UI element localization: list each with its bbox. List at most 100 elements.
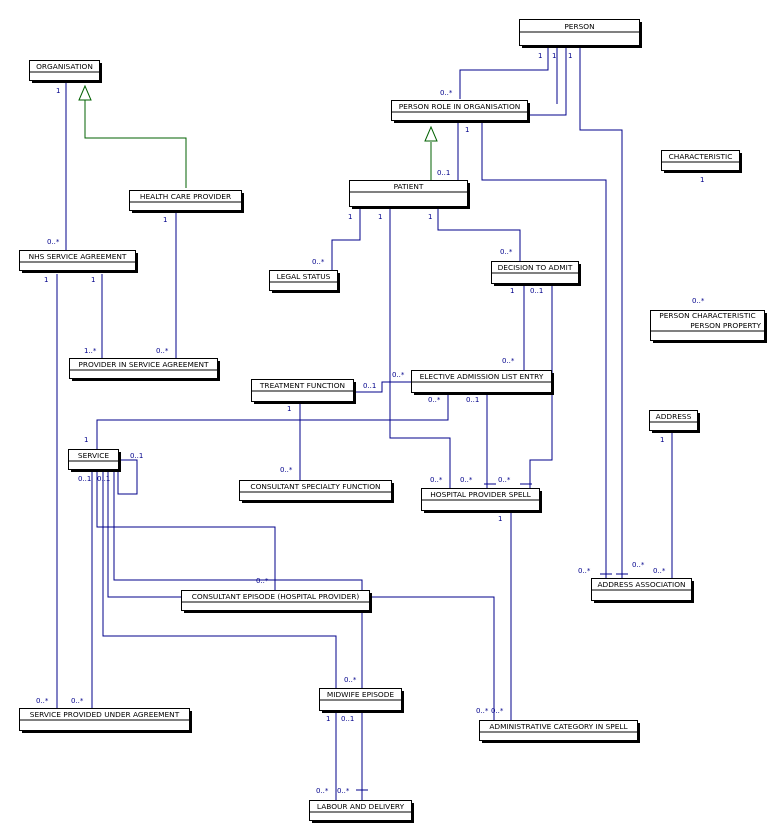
multiplicity-label: 1	[287, 405, 291, 413]
multiplicity-label: 0..*	[337, 787, 350, 795]
entity-address[interactable]: ADDRESS	[649, 410, 701, 434]
entity-person[interactable]: PERSON	[519, 19, 643, 49]
multiplicity-label: 0..*	[156, 347, 169, 355]
person-role-address-association-line	[481, 123, 607, 578]
entity-patient[interactable]: PATIENT	[349, 180, 471, 210]
multiplicity-label: 0..*	[71, 697, 84, 705]
multiplicity-label: 0..*	[632, 561, 645, 569]
multiplicity-label: 1	[538, 52, 542, 60]
entity-health-care-provider[interactable]: HEALTH CARE PROVIDER	[129, 190, 245, 214]
service-midwife-episode-line	[113, 470, 363, 688]
multiplicity-label: 0..*	[344, 676, 357, 684]
multiplicity-label: 1	[326, 715, 330, 723]
entity-title: ADDRESS	[656, 412, 692, 421]
multiplicity-label: 0..1	[130, 452, 143, 460]
multiplicity-label: 1	[378, 213, 382, 221]
person-role-generalization-arrow-icon	[424, 125, 438, 142]
entity-address-association[interactable]: ADDRESS ASSOCIATION	[591, 578, 695, 604]
entity-characteristic[interactable]: CHARACTERISTIC	[661, 150, 743, 174]
multiplicity-label: 0..*	[502, 357, 515, 365]
entity-decision-to-admit[interactable]: DECISION TO ADMIT	[491, 261, 582, 287]
multiplicity-label: 1	[510, 287, 514, 295]
multiplicity-label: 1	[348, 213, 352, 221]
entity-title: ELECTIVE ADMISSION LIST ENTRY	[420, 372, 544, 381]
service-consultant-episode-line-b	[107, 470, 182, 598]
entity-hospital-provider-spell[interactable]: HOSPITAL PROVIDER SPELL	[421, 488, 543, 514]
connector-lines	[56, 48, 673, 800]
person-address-association-line	[579, 48, 623, 578]
multiplicity-label: 0..1	[437, 169, 450, 177]
multiplicity-label: 0..*	[653, 567, 666, 575]
entity-title: MIDWIFE EPISODE	[327, 690, 395, 699]
multiplicity-label: 0..*	[440, 89, 453, 97]
multiplicity-label: 0..*	[498, 476, 511, 484]
entity-treatment-function[interactable]: TREATMENT FUNCTION	[251, 379, 357, 405]
entity-title: ORGANISATION	[36, 62, 93, 71]
entity-title: CONSULTANT EPISODE (HOSPITAL PROVIDER)	[192, 592, 360, 601]
patient-decision-line	[437, 208, 521, 261]
multiplicity-label: 0..*	[280, 466, 293, 474]
multiplicity-label: 1	[700, 176, 704, 184]
entity-legal-status[interactable]: LEGAL STATUS	[269, 270, 341, 294]
entity-provider-in-service-agreement[interactable]: PROVIDER IN SERVICE AGREEMENT	[69, 358, 221, 382]
entity-title: DECISION TO ADMIT	[498, 263, 573, 272]
entity-title: ADMINISTRATIVE CATEGORY IN SPELL	[489, 722, 628, 731]
multiplicity-label: 1	[465, 126, 469, 134]
multiplicity-label: 0..1	[466, 396, 479, 404]
multiplicity-label: 0..1	[363, 382, 376, 390]
entity-title: PERSON ROLE IN ORGANISATION	[399, 102, 521, 111]
multiplicity-label: 0..*	[428, 396, 441, 404]
entity-administrative-category-in-spell[interactable]: ADMINISTRATIVE CATEGORY IN SPELL	[479, 720, 641, 744]
multiplicity-label: 0..*	[316, 787, 329, 795]
entity-organisation[interactable]: ORGANISATION	[29, 60, 103, 84]
multiplicity-label: 0..*	[256, 577, 269, 585]
entity-service[interactable]: SERVICE	[68, 449, 122, 473]
multiplicity-label: 0..*	[36, 697, 49, 705]
multiplicity-label: 0..*	[430, 476, 443, 484]
entity-title: LEGAL STATUS	[277, 272, 331, 281]
entity-midwife-episode[interactable]: MIDWIFE EPISODE	[319, 688, 405, 714]
entity-title: HEALTH CARE PROVIDER	[140, 192, 231, 201]
entity-title: TREATMENT FUNCTION	[259, 381, 345, 390]
entity-title: PERSON	[564, 22, 594, 31]
entity-person-characteristic[interactable]: PERSON CHARACTERISTIC PERSON PROPERTY	[650, 310, 768, 344]
multiplicity-label: 1	[498, 515, 502, 523]
multiplicity-label: 0..*	[491, 707, 504, 715]
person-role-association-line	[459, 48, 549, 99]
elective-treatment-line	[354, 381, 412, 393]
multiplicity-label: 0..*	[312, 258, 325, 266]
multiplicity-label: 1..*	[84, 347, 97, 355]
multiplicity-label: 0..*	[692, 297, 705, 305]
entity-service-provided-under-agreement[interactable]: SERVICE PROVIDED UNDER AGREEMENT	[19, 708, 193, 734]
multiplicity-label: 1	[44, 276, 48, 284]
patient-spell-line	[389, 208, 451, 488]
entity-nhs-service-agreement[interactable]: NHS SERVICE AGREEMENT	[19, 250, 139, 274]
entity-title: HOSPITAL PROVIDER SPELL	[430, 490, 531, 499]
multiplicity-label: 1	[660, 436, 664, 444]
entity-title: PROVIDER IN SERVICE AGREEMENT	[78, 360, 209, 369]
multiplicity-label: 0..*	[578, 567, 591, 575]
multiplicity-label: 0..1	[97, 475, 110, 483]
entity-title: LABOUR AND DELIVERY	[317, 802, 405, 811]
entity-consultant-episode[interactable]: CONSULTANT EPISODE (HOSPITAL PROVIDER)	[181, 590, 373, 614]
service-consultant-episode-line-a	[96, 470, 276, 590]
multiplicity-label: 1	[84, 436, 88, 444]
entity-title: PERSON CHARACTERISTIC	[659, 311, 755, 320]
entity-consultant-specialty-function[interactable]: CONSULTANT SPECIALTY FUNCTION	[239, 480, 395, 504]
multiplicity-label: 0..*	[500, 248, 513, 256]
multiplicity-label: 0..*	[392, 371, 405, 379]
multiplicity-label: 0..*	[47, 238, 60, 246]
multiplicity-label: 1	[56, 87, 60, 95]
entity-title: SERVICE PROVIDED UNDER AGREEMENT	[30, 710, 180, 719]
entity-title-line-2: PERSON PROPERTY	[690, 321, 761, 330]
entity-title: CONSULTANT SPECIALTY FUNCTION	[250, 482, 380, 491]
entity-elective-admission-list-entry[interactable]: ELECTIVE ADMISSION LIST ENTRY	[411, 370, 555, 396]
multiplicity-label: 1	[568, 52, 572, 60]
entity-labour-and-delivery[interactable]: LABOUR AND DELIVERY	[309, 800, 415, 824]
patient-legal-status-line	[331, 208, 361, 270]
entity-title: ADDRESS ASSOCIATION	[597, 580, 685, 589]
multiplicity-label: 0..*	[476, 707, 489, 715]
multiplicity-labels: 1 1 1 0..* 1 1 1 0..1 1 1 1 1 0..* 0..* …	[36, 52, 705, 795]
entity-person-role-in-organisation[interactable]: PERSON ROLE IN ORGANISATION	[391, 100, 531, 124]
